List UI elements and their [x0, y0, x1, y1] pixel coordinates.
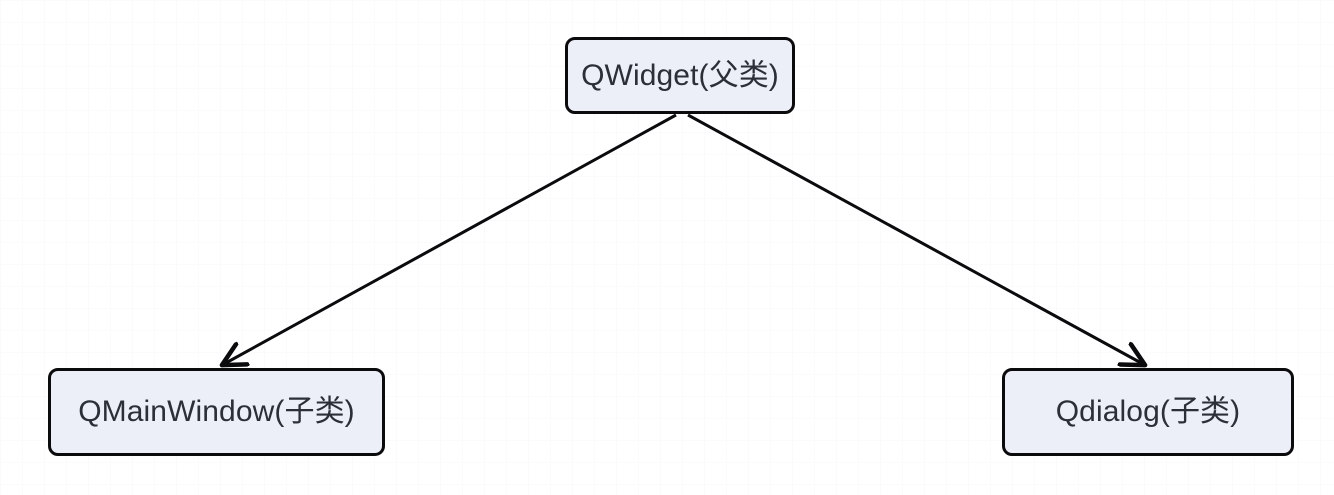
node-qwidget-label: QWidget(父类)	[581, 58, 779, 92]
node-qdialog-label: Qdialog(子类)	[1055, 395, 1241, 428]
edge-qwidget-to-qdialog	[687, 113, 1143, 364]
node-qmainwindow-label: QMainWindow(子类)	[78, 395, 355, 428]
node-qwidget[interactable]: QWidget(父类)	[565, 37, 795, 114]
node-qdialog[interactable]: Qdialog(子类)	[1002, 368, 1294, 456]
node-qmainwindow[interactable]: QMainWindow(子类)	[48, 368, 385, 456]
edge-qwidget-to-qmainwindow	[224, 113, 677, 364]
